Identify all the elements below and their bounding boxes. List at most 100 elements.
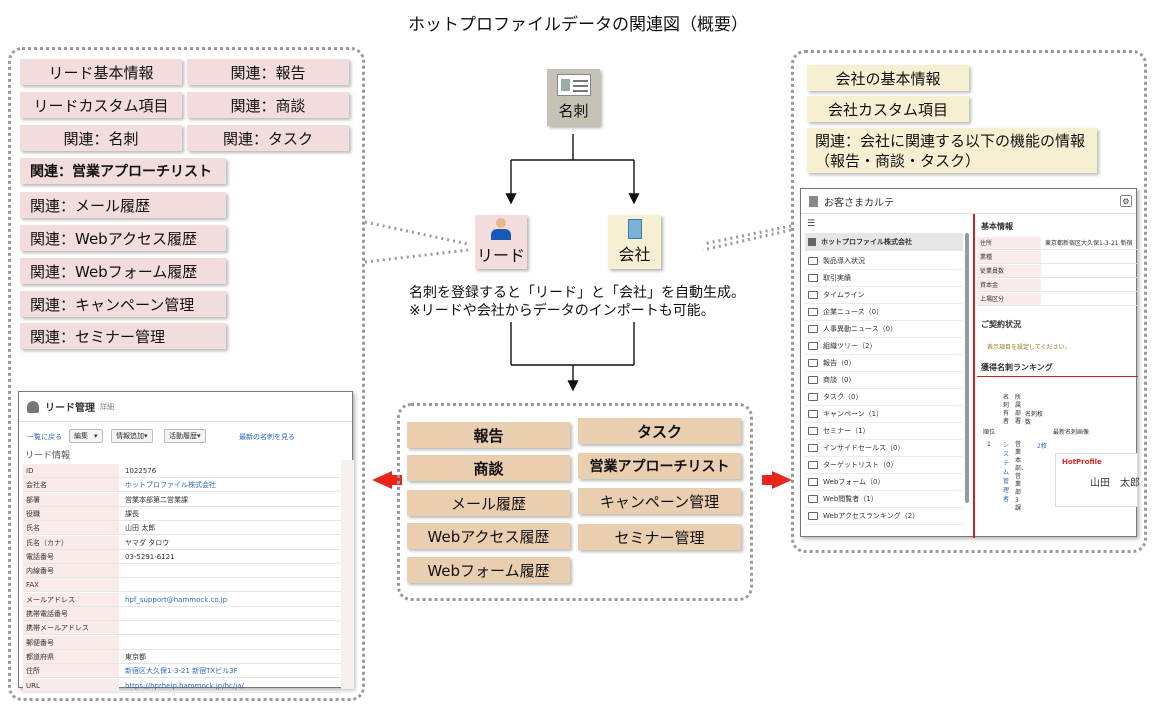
left-red-arrow xyxy=(372,471,392,489)
edit-button[interactable]: 編集▾ xyxy=(69,429,103,443)
right-divider xyxy=(973,214,975,538)
menu-item-label: 取引実績 xyxy=(823,274,851,282)
right-red-arrow-tail xyxy=(762,475,772,485)
lead-info-key: URL xyxy=(23,678,119,692)
label-lead-custom: リードカスタム項目 xyxy=(20,92,182,118)
lead-info-value[interactable]: https://hprhelp.hammock.jp/hc/ja/ xyxy=(125,681,244,690)
company-menu-item[interactable]: インサイドセールス（0） xyxy=(805,440,963,457)
ranking-dept: 営業本部、営業部3課 xyxy=(1015,441,1028,512)
ranking-owner[interactable]: システム管理者 xyxy=(1003,442,1010,503)
lead-info-row: 都道府県東京都 xyxy=(23,649,341,664)
meishi-label: 名刺 xyxy=(558,102,589,120)
feature-web-access: Webアクセス履歴 xyxy=(407,523,570,549)
company-menu-item[interactable]: 製品導入状況 xyxy=(805,253,963,270)
lead-info-value: 課長 xyxy=(125,509,139,518)
feature-task: タスク xyxy=(578,418,741,444)
menu-item-label: 組織ツリー（2） xyxy=(823,342,877,350)
lead-info-key: 氏名（カナ） xyxy=(23,535,119,549)
menu-scrollbar[interactable] xyxy=(965,233,969,503)
diagram-title: ホットプロファイルデータの関連図（概要） xyxy=(408,15,748,35)
ranking-col-count: 名刺枚数 xyxy=(1025,411,1044,426)
callout-dotted-lines xyxy=(364,220,792,264)
menu-item-label: 報告（0） xyxy=(823,359,856,367)
basic-info-key: 従業員数 xyxy=(977,265,1041,277)
right-column-stub xyxy=(341,460,354,689)
label-rel-campaign: 関連：キャンペーン管理 xyxy=(20,291,226,317)
menu-item-label: Webフォーム（0） xyxy=(823,478,885,486)
lead-screen-subtitle: 詳細 xyxy=(100,402,114,411)
person-icon xyxy=(491,218,511,240)
label-rel-webform: 関連：Webフォーム履歴 xyxy=(20,258,226,284)
lead-info-value: 山田 太郎 xyxy=(125,524,156,533)
lead-info-row: 役職課長 xyxy=(23,506,341,521)
ranking-rank: 1 xyxy=(987,441,991,448)
lead-info-row: 会社名ホットプロファイル株式会社 xyxy=(23,478,341,493)
menu-item-label: Web閲覧者（1） xyxy=(823,495,878,503)
company-menu-item[interactable]: Web閲覧者（1） xyxy=(805,491,963,508)
lead-info-row: 氏名山田 太郎 xyxy=(23,521,341,536)
lead-info-key: 郵便番号 xyxy=(23,635,119,649)
card-person-name: 山田 太郎 xyxy=(1090,478,1140,489)
company-menu-item[interactable]: 取引実績 xyxy=(805,270,963,287)
menu-item-icon xyxy=(808,257,818,265)
lead-info-value: 1022576 xyxy=(125,467,157,475)
lead-info-key: 部署 xyxy=(23,492,119,506)
lead-info-value: 営業本部第二営業課 xyxy=(125,495,188,504)
menu-item-icon xyxy=(808,325,818,333)
company-menu-item[interactable]: Webフォーム（0） xyxy=(805,474,963,491)
feature-seminar: セミナー管理 xyxy=(578,524,741,550)
company-menu-item[interactable]: キャンペーン（1） xyxy=(805,406,963,423)
company-icon xyxy=(808,238,816,246)
feature-web-form: Webフォーム履歴 xyxy=(407,557,570,583)
company-menu-item[interactable]: ターゲットリスト（0） xyxy=(805,457,963,474)
back-to-list-link[interactable]: 一覧に戻る xyxy=(27,433,62,441)
business-card-thumbnail[interactable]: HotProfile 山田 太郎 xyxy=(1055,453,1140,507)
company-related-line2: （報告・商談・タスク） xyxy=(815,151,981,170)
company-screen-title: お客さまカルテ xyxy=(824,197,894,209)
menu-toggle-icon[interactable]: ☰ xyxy=(807,219,816,229)
lead-info-row: 住所新宿区大久保1-3-21 新宿TXビル3F xyxy=(23,664,341,679)
company-menu-item[interactable]: Webアクセスランキング（2） xyxy=(805,508,963,525)
lead-screen-title: リード管理 xyxy=(45,403,95,414)
right-red-arrow xyxy=(772,471,792,489)
lead-info-value[interactable]: ホットプロファイル株式会社 xyxy=(125,481,216,490)
feature-report: 報告 xyxy=(407,422,570,448)
company-menu-item[interactable]: 報告（0） xyxy=(805,355,963,372)
activity-history-button[interactable]: 活動履歴▾ xyxy=(164,429,206,443)
label-company-related: 関連：会社に関連する以下の機能の情報 （報告・商談・タスク） xyxy=(807,128,1097,173)
lead-info-row: 携帯電話番号 xyxy=(23,607,341,621)
settings-icon[interactable]: ⚙ xyxy=(1120,195,1132,207)
basic-info-key: 業種 xyxy=(977,251,1041,263)
label-rel-task: 関連：タスク xyxy=(187,125,349,151)
company-screen-header: お客さまカルテ ⚙ xyxy=(801,189,1136,214)
shared-features-frame xyxy=(397,403,753,601)
lead-node: リード xyxy=(475,215,527,269)
menu-item-label: ターゲットリスト（0） xyxy=(823,461,898,469)
company-menu-item[interactable]: 企業ニュース（0） xyxy=(805,304,963,321)
add-info-button[interactable]: 情報追加▾ xyxy=(111,429,153,443)
menu-item-icon xyxy=(808,444,818,452)
lead-info-value[interactable]: 新宿区大久保1-3-21 新宿TXビル3F xyxy=(125,667,238,676)
label-rel-webaccess: 関連：Webアクセス履歴 xyxy=(20,225,226,251)
company-menu-item[interactable]: タイムライン xyxy=(805,287,963,304)
lead-info-key: 携帯メールアドレス xyxy=(23,621,119,635)
company-menu-item[interactable]: セミナー（1） xyxy=(805,423,963,440)
menu-item-icon xyxy=(808,478,818,486)
latest-card-link[interactable]: 最新の名刺を見る xyxy=(239,433,295,441)
menu-item-label: 商談（0） xyxy=(823,376,856,384)
basic-info-row: 資本金 xyxy=(977,279,1137,292)
company-menu-item[interactable]: 組織ツリー（2） xyxy=(805,338,963,355)
label-rel-mail: 関連：メール履歴 xyxy=(20,192,226,218)
contract-title: ご契約状況 xyxy=(981,320,1021,329)
company-menu-item[interactable]: 商談（0） xyxy=(805,372,963,389)
lead-labels-frame xyxy=(8,47,365,701)
contract-text: 表示項目を設定してください。 xyxy=(987,344,1071,351)
lead-info-value[interactable]: hpf_support@hammock.co.jp xyxy=(125,595,228,604)
basic-info-row: 業種 xyxy=(977,251,1137,264)
card-to-nodes-lines xyxy=(505,134,640,392)
company-menu-item[interactable]: 人事異動ニュース（0） xyxy=(805,321,963,338)
meishi-node: 名刺 xyxy=(547,69,600,126)
lead-management-screenshot: リード管理 詳細 一覧に戻る 編集▾ 情報追加▾ 活動履歴▾ 最新の名刺を見る … xyxy=(18,391,354,693)
company-menu-item[interactable]: タスク（0） xyxy=(805,389,963,406)
